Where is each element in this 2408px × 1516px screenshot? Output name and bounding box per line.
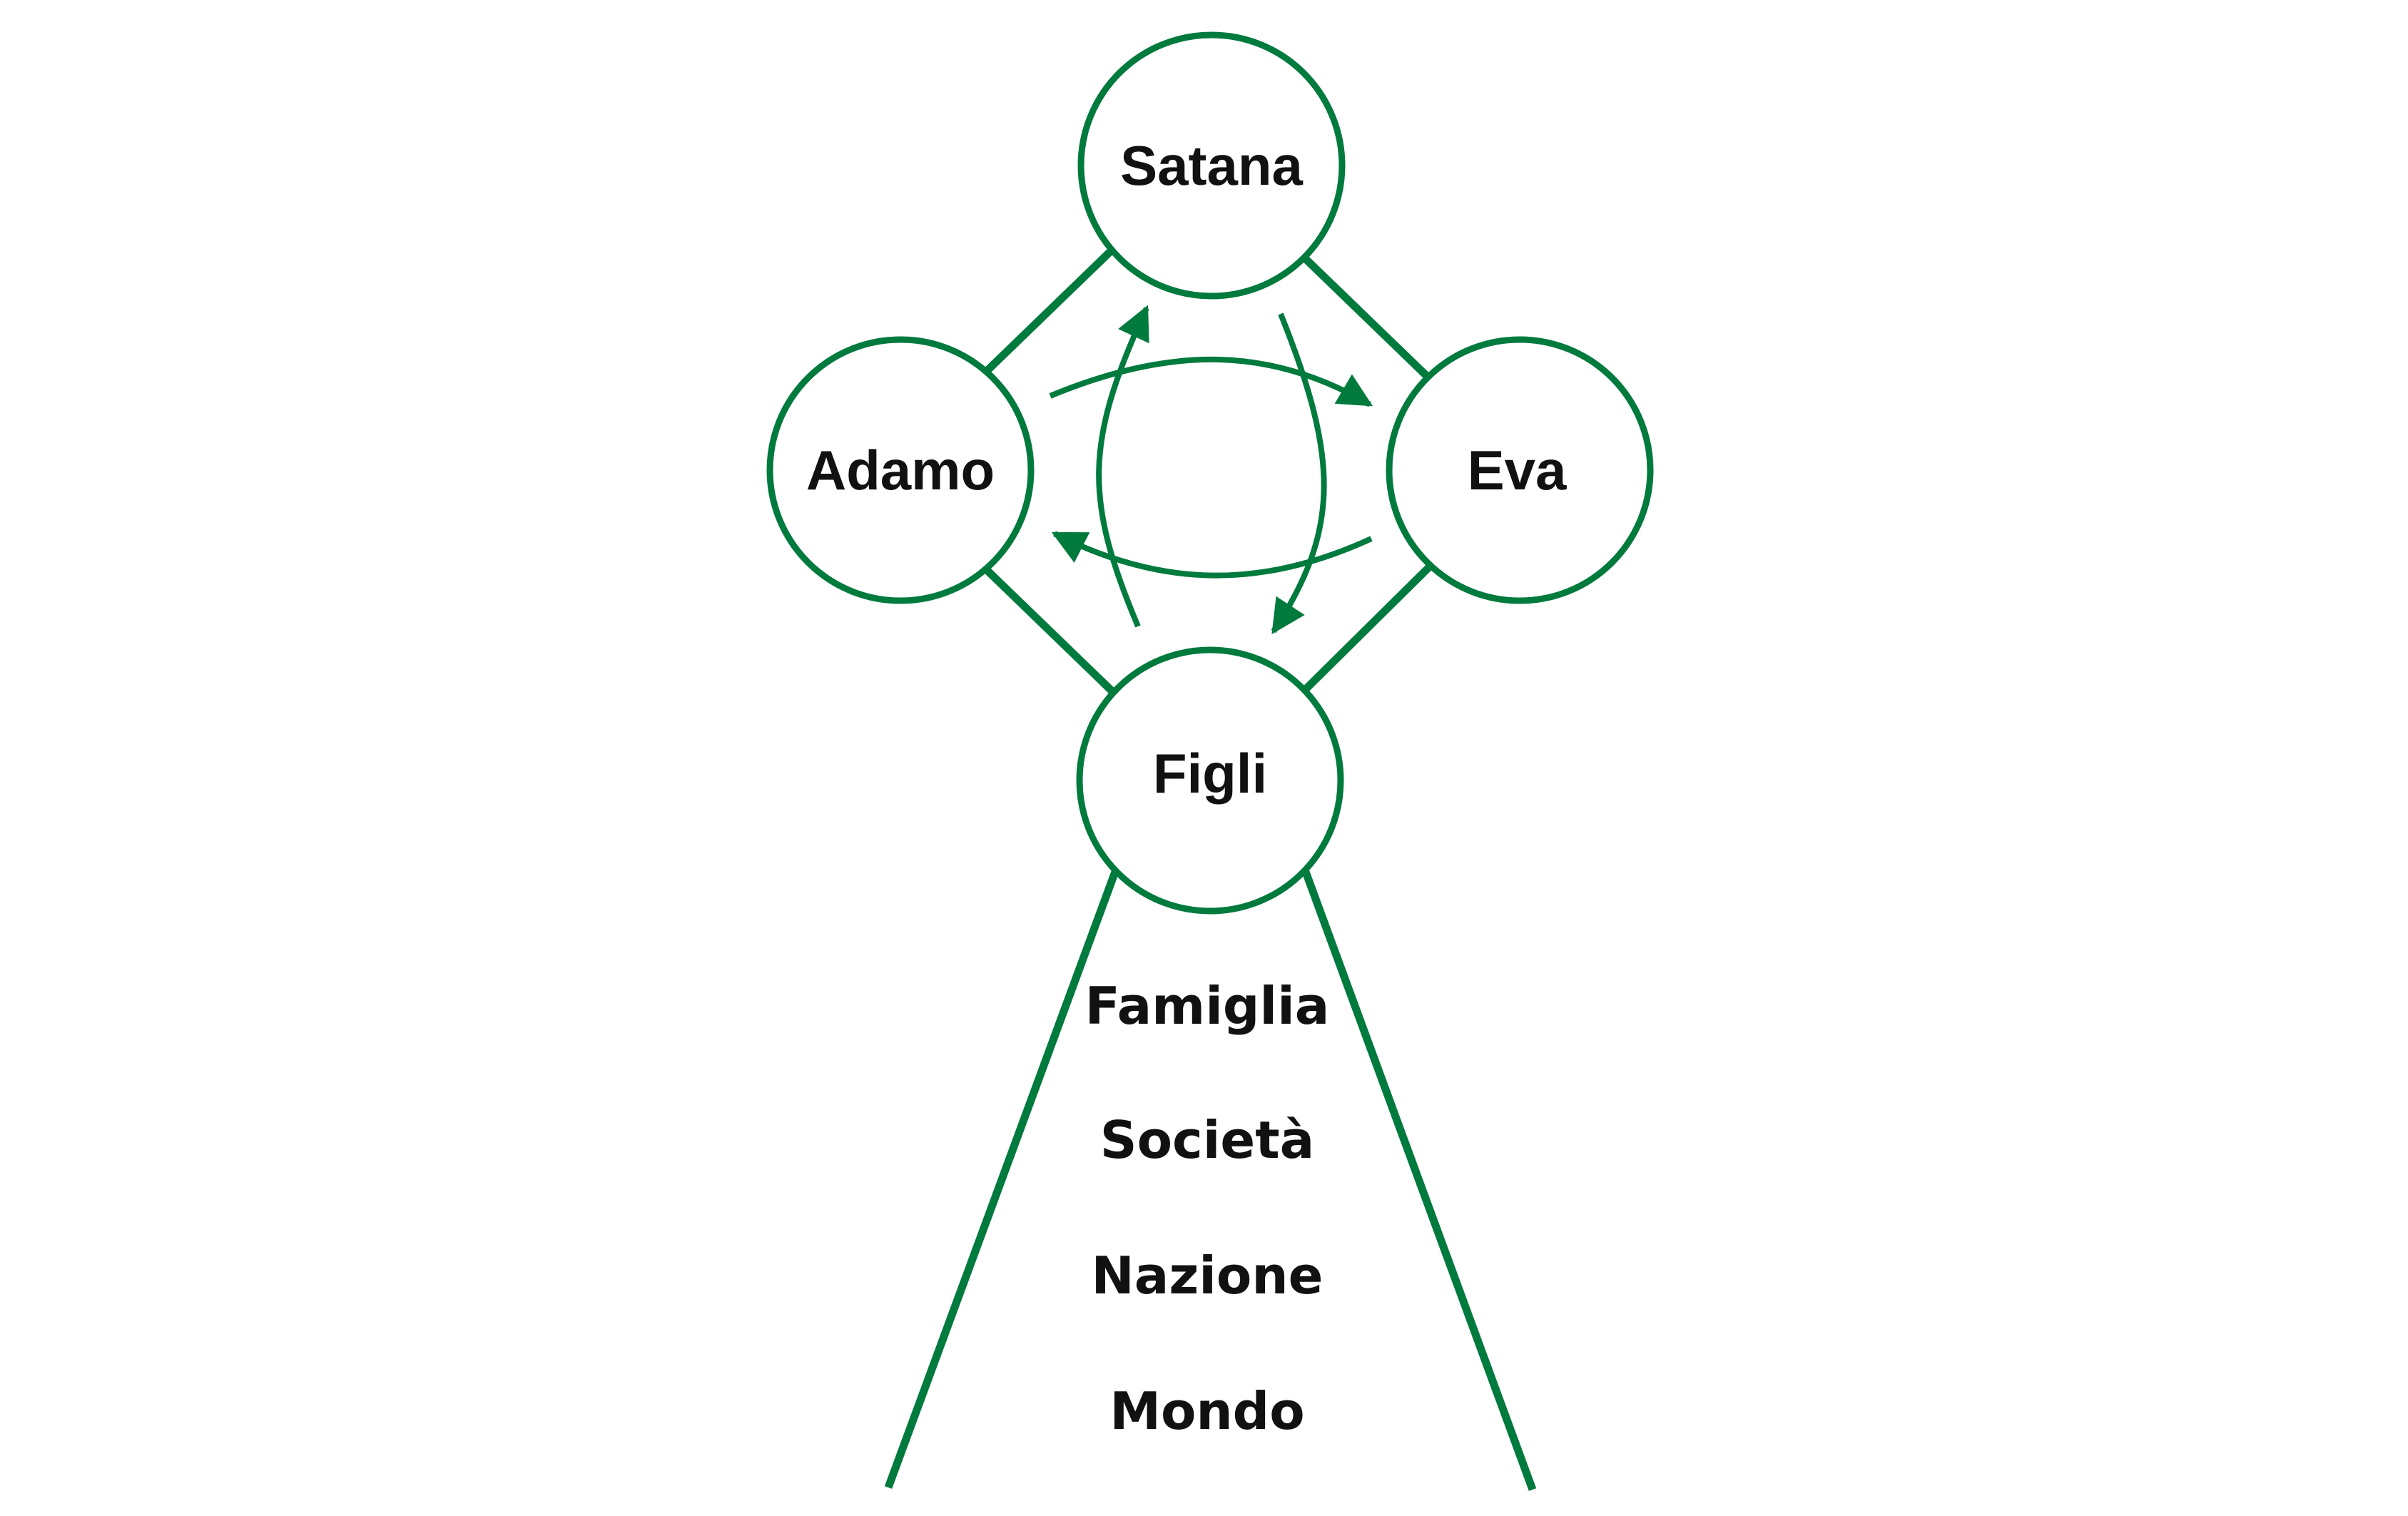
- node-eva-label: Eva: [1468, 439, 1567, 502]
- node-adamo-circle: [766, 336, 1035, 604]
- node-satana-circle: [1077, 31, 1346, 300]
- node-satana: Satana: [1077, 31, 1346, 300]
- node-figli: Figli: [1076, 646, 1344, 915]
- edge-eva-figli: [1303, 561, 1436, 692]
- node-figli-label: Figli: [1153, 742, 1267, 805]
- nodes: Satana Adamo Eva Figli: [766, 31, 1654, 915]
- edge-satana-eva: [1303, 256, 1436, 385]
- node-eva-circle: [1386, 336, 1654, 604]
- arrow-satana-to-figli: [1271, 312, 1327, 635]
- level-nazione: Nazione: [1092, 1246, 1324, 1306]
- arrow-figli-to-satana: [1096, 305, 1149, 628]
- levels-list: Famiglia Società Nazione Mondo: [1085, 976, 1330, 1441]
- arrow-adamo-to-eva: [1049, 356, 1373, 407]
- node-adamo-label: Adamo: [806, 439, 995, 502]
- edge-satana-adamo: [982, 244, 1118, 375]
- level-mondo: Mondo: [1109, 1381, 1304, 1441]
- spread-right-line: [1301, 870, 1537, 1491]
- level-famiglia: Famiglia: [1085, 976, 1330, 1036]
- edges: [982, 244, 1436, 697]
- lineage-spread: [884, 870, 1537, 1491]
- node-eva: Eva: [1386, 336, 1654, 604]
- node-satana-label: Satana: [1120, 134, 1303, 197]
- level-societa: Società: [1100, 1110, 1315, 1170]
- node-figli-circle: [1076, 646, 1344, 915]
- flow-arrows: [1049, 305, 1373, 635]
- node-adamo: Adamo: [766, 336, 1035, 604]
- arrow-eva-to-adamo: [1051, 531, 1373, 579]
- edge-adamo-figli: [982, 566, 1118, 697]
- spread-left-line: [884, 870, 1119, 1489]
